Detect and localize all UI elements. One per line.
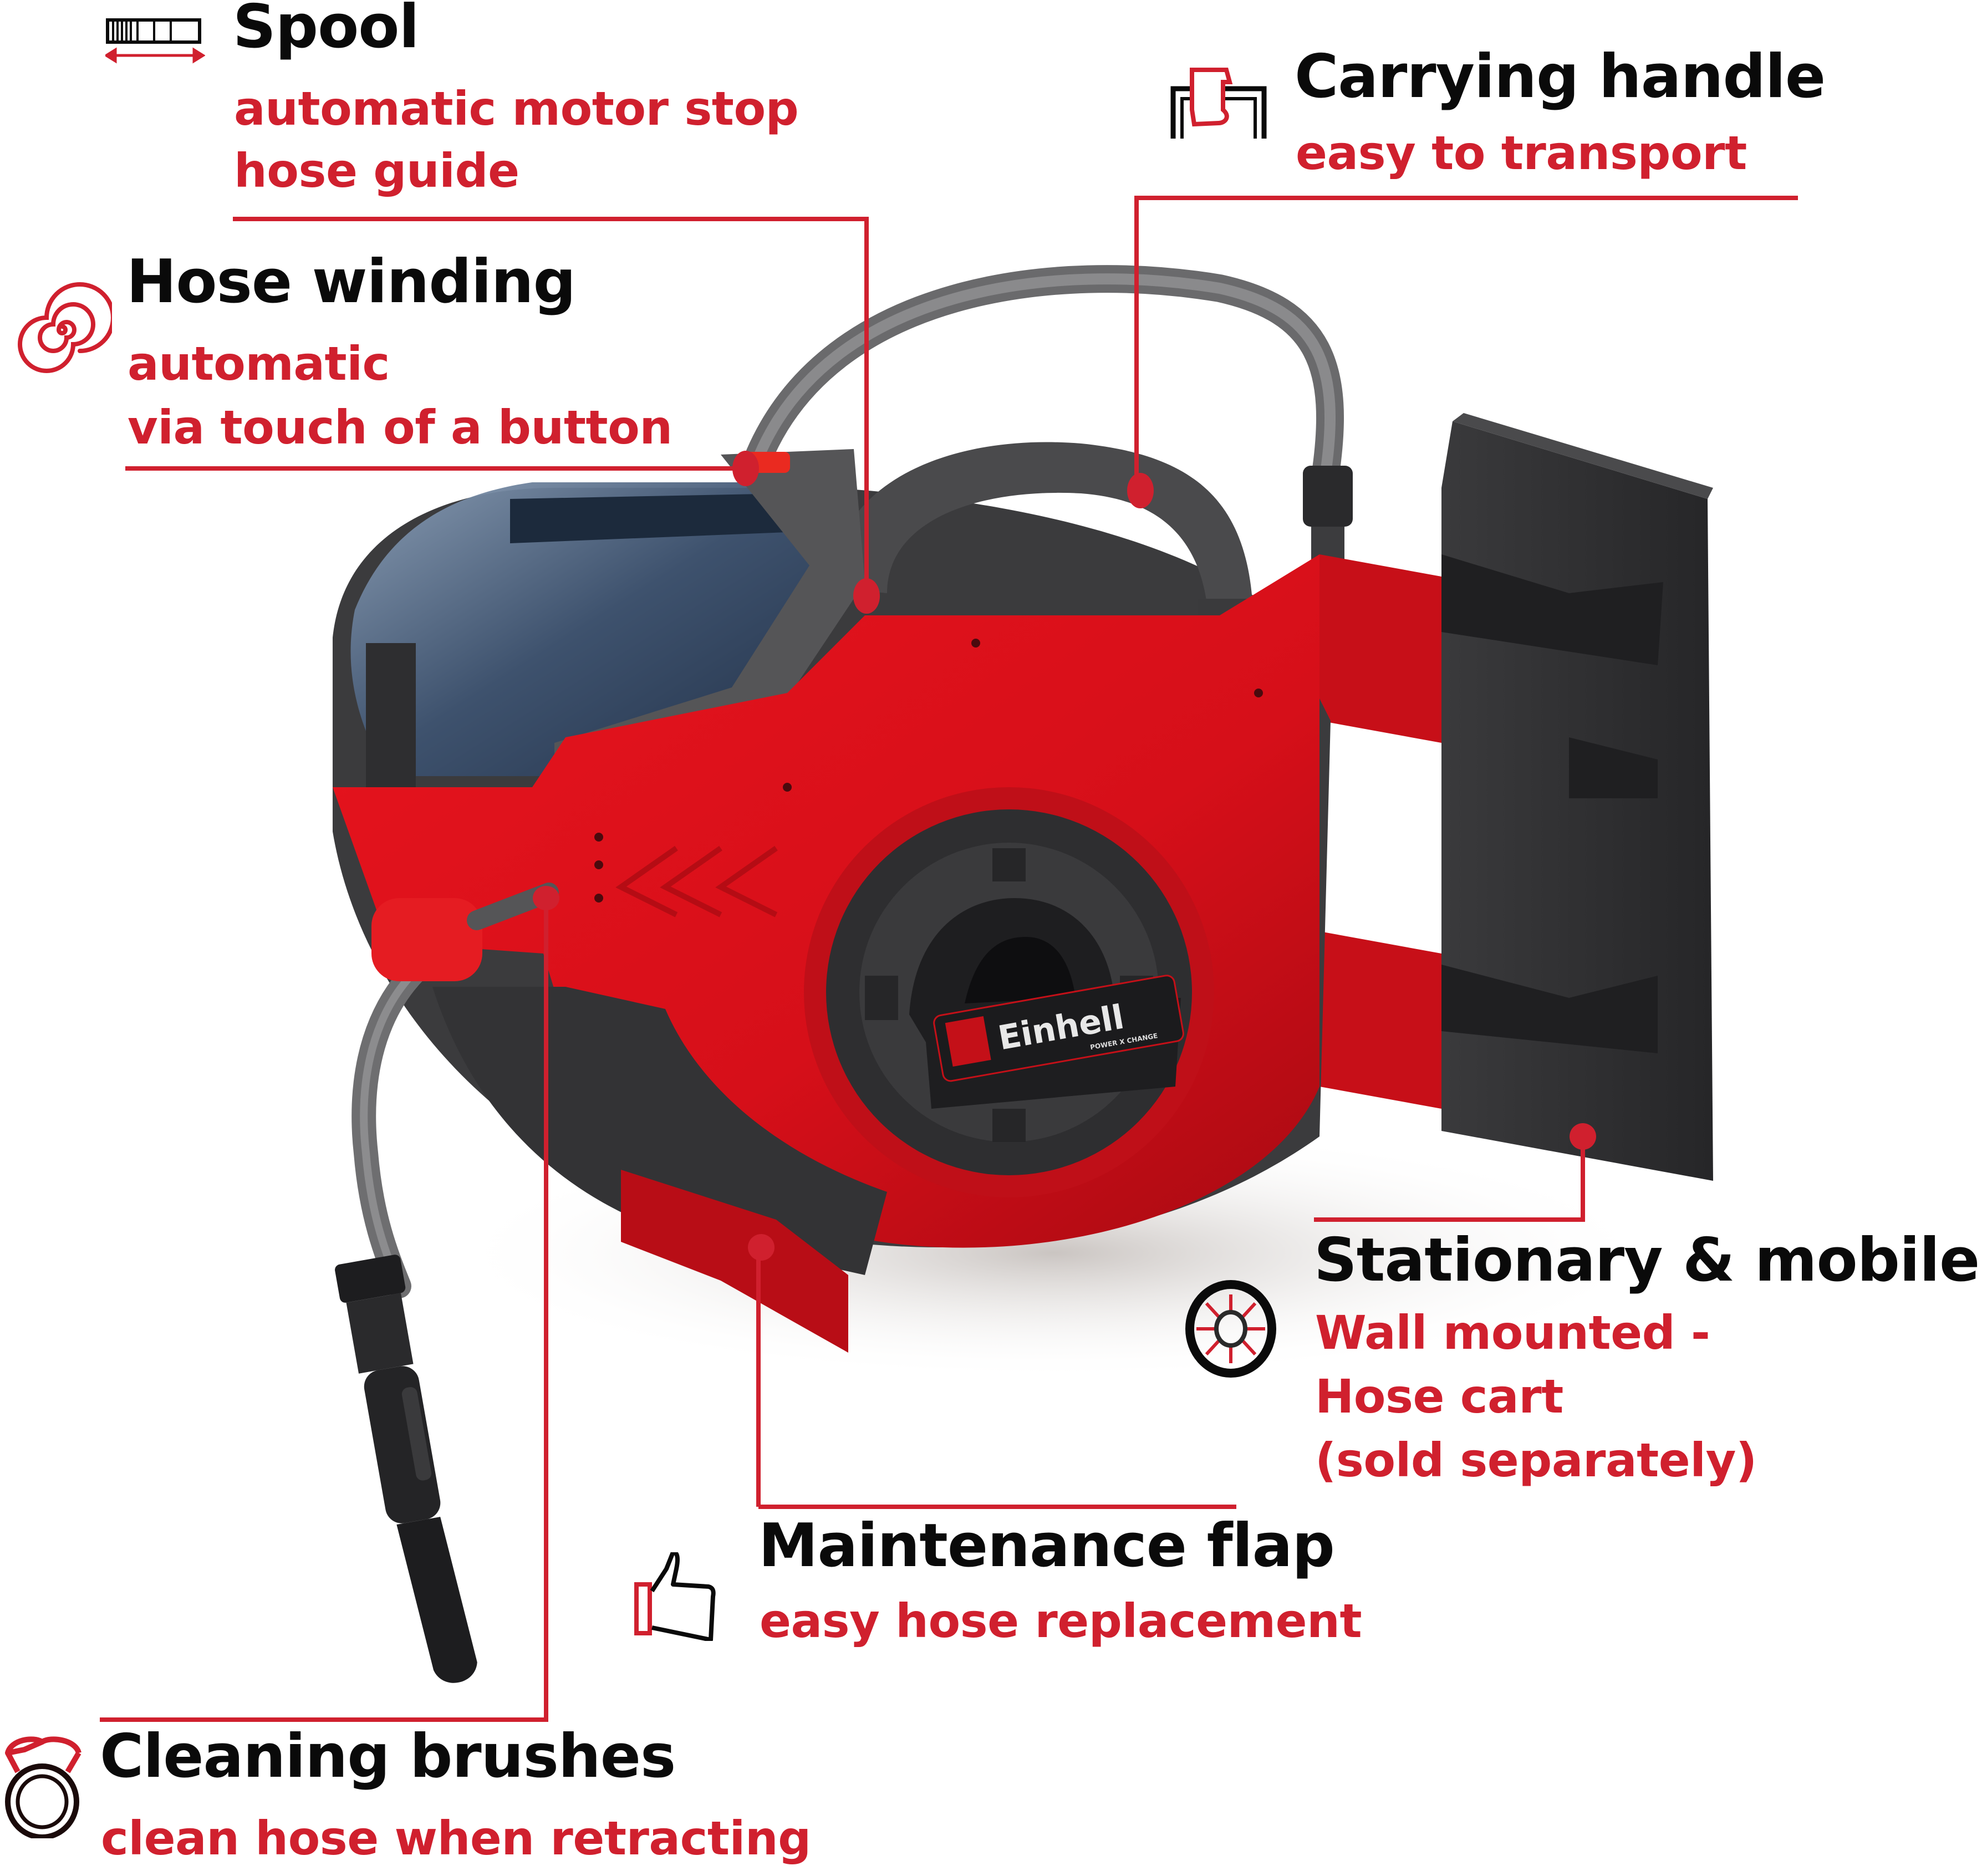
callout-title: Cleaning brushes [100, 1722, 676, 1791]
callout-line: automatic motor stop [234, 81, 799, 136]
leader-stationary [1314, 1139, 1585, 1222]
callout-line: Wall mounted - [1315, 1306, 1710, 1360]
callout-line: via touch of a button [128, 400, 672, 455]
spiral-icon [18, 282, 112, 373]
carrying-handle-icon [1170, 68, 1267, 139]
thumbs-up-icon [634, 1552, 716, 1641]
leader-carrying-handle [1134, 196, 1798, 491]
spool-icon [105, 18, 205, 64]
leader-cleaning [100, 895, 548, 1722]
callout-line: easy hose replacement [760, 1594, 1362, 1648]
callout-title: Stationary & mobile [1314, 1226, 1980, 1295]
callout-title: Hose winding [126, 247, 576, 317]
marker-spool [853, 578, 880, 614]
marker-hose-winding [732, 451, 759, 486]
callout-line: clean hose when retracting [101, 1811, 811, 1865]
callout-line: hose guide [234, 144, 519, 198]
callout-line: automatic [128, 337, 390, 391]
wheel-icon [1185, 1280, 1276, 1378]
brush-ring-icon [5, 1736, 81, 1838]
marker-cleaning [533, 886, 559, 910]
marker-carrying-handle [1127, 473, 1154, 508]
marker-stationary [1570, 1123, 1596, 1150]
leader-spool [233, 217, 869, 596]
callout-title: Spool [233, 0, 420, 62]
marker-maintenance [748, 1234, 775, 1261]
callout-line: Hose cart [1315, 1369, 1563, 1424]
callout-line: (sold separately) [1315, 1433, 1757, 1487]
callout-line: easy to transport [1296, 126, 1747, 180]
callout-title: Carrying handle [1295, 42, 1826, 111]
callout-title: Maintenance flap [758, 1511, 1335, 1581]
